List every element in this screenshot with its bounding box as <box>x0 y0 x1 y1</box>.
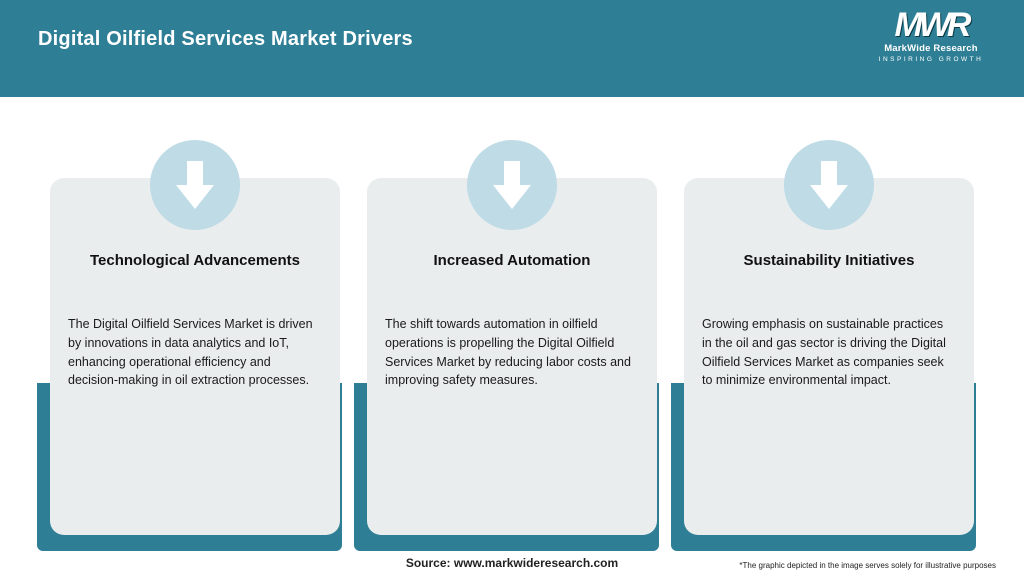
arrow-down-icon <box>174 159 216 211</box>
card-body-text: Growing emphasis on sustainable practice… <box>702 317 946 388</box>
card-title: Sustainability Initiatives <box>743 252 915 269</box>
card-body-text: The shift towards automation in oilfield… <box>385 317 631 388</box>
header-bar: Digital Oilfield Services Market Drivers… <box>0 0 1024 97</box>
card-panel: Increased Automation The shift towards a… <box>367 178 657 535</box>
disclaimer-text: *The graphic depicted in the image serve… <box>739 561 996 570</box>
card-body-text: The Digital Oilfield Services Market is … <box>68 317 313 388</box>
logo-name: MarkWide Research <box>884 43 978 54</box>
card-title: Technological Advancements <box>89 252 301 269</box>
arrow-down-icon <box>808 159 850 211</box>
logo-tagline: Inspiring Growth <box>878 56 984 63</box>
driver-card-increased-automation: Increased Automation The shift towards a… <box>354 140 659 551</box>
logo-acronym-icon: MWR <box>894 6 972 44</box>
driver-card-sustainability-initiatives: Sustainability Initiatives Growing empha… <box>671 140 976 551</box>
card-title: Increased Automation <box>433 252 591 269</box>
down-arrow-badge <box>150 140 240 230</box>
down-arrow-badge <box>467 140 557 230</box>
markwide-logo: MWR MarkWide Research Inspiring Growth <box>866 8 996 63</box>
card-panel: Technological Advancements The Digital O… <box>50 178 340 535</box>
arrow-down-icon <box>491 159 533 211</box>
down-arrow-badge <box>784 140 874 230</box>
driver-card-technological-advancements: Technological Advancements The Digital O… <box>37 140 342 551</box>
card-panel: Sustainability Initiatives Growing empha… <box>684 178 974 535</box>
page-title: Digital Oilfield Services Market Drivers <box>38 28 413 50</box>
source-text: Source: www.markwideresearch.com <box>405 556 619 570</box>
